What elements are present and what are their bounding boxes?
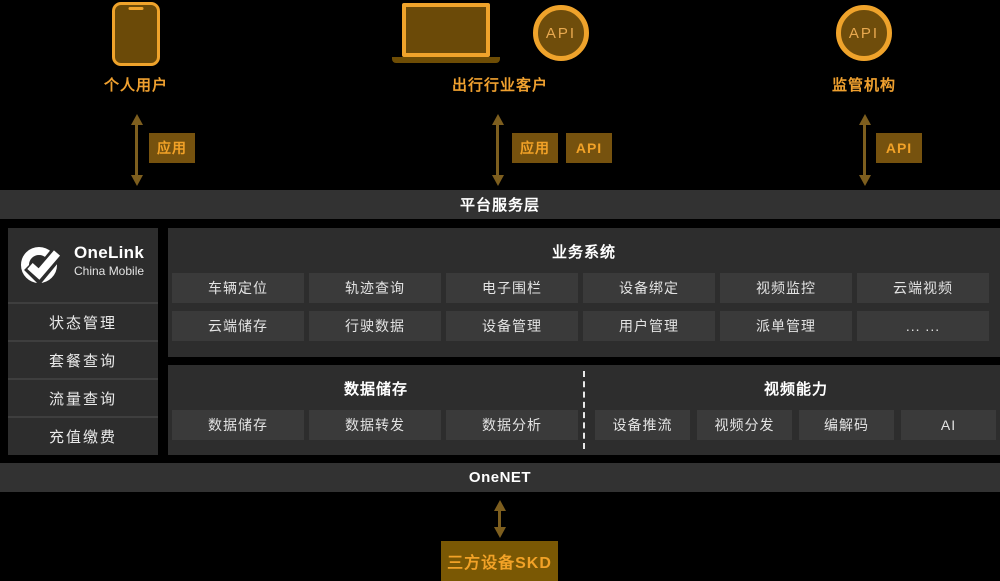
data-storage-title: 数据储存 [343,381,408,398]
sidebar-item-traffic: 流量查询 [8,378,158,416]
data-storage-row: 数据储存 数据转发 数据分析 [172,410,578,440]
video-capability-cell: 设备推流 [595,410,690,440]
business-row-2: 云端储存 行驶数据 设备管理 用户管理 派单管理 ... ... [172,311,989,341]
sidebar-item-status: 状态管理 [8,302,158,340]
channel-tag-app: 应用 [512,133,558,163]
actor-label-personal: 个人用户 [103,77,168,94]
channel-tag-api: API [566,133,612,163]
business-cell: 视频监控 [720,273,852,303]
double-arrow-icon [496,124,499,176]
video-capability-title: 视频能力 [763,381,828,398]
business-cell-more: ... ... [857,311,989,341]
business-cell: 用户管理 [583,311,715,341]
business-cell: 车辆定位 [172,273,304,303]
business-cell: 派单管理 [720,311,852,341]
business-cell: 云端储存 [172,311,304,341]
sidebar-item-recharge: 充值缴费 [8,416,158,454]
business-cell: 设备管理 [446,311,578,341]
business-cell: 轨迹查询 [309,273,441,303]
data-storage-cell: 数据转发 [309,410,441,440]
business-cell: 电子围栏 [446,273,578,303]
api-circle-icon: API [836,5,892,61]
channel-tag-app: 应用 [149,133,195,163]
phone-icon [112,2,160,66]
actor-label-industry: 出行行业客户 [451,77,548,94]
data-storage-cell: 数据分析 [446,410,578,440]
dashed-divider [583,371,585,449]
onelink-logo-icon [21,247,64,286]
business-row-1: 车辆定位 轨迹查询 电子围栏 设备绑定 视频监控 云端视频 [172,273,989,303]
actor-label-regulator: 监管机构 [831,77,896,94]
double-arrow-icon [863,124,866,176]
onenet-layer-bar: OneNET [0,463,1000,492]
logo-subtitle: China Mobile [74,264,145,278]
actor-group-personal: 个人用户 应用 [0,0,280,190]
api-circle-icon: API [533,5,589,61]
video-capability-cell: 视频分发 [697,410,792,440]
laptop-base [392,57,500,63]
onelink-logo: OneLink China Mobile [18,240,158,290]
third-party-sdk-box: 三方设备SKD [441,541,558,581]
business-cell: 行驶数据 [309,311,441,341]
double-arrow-icon [498,510,501,528]
sidebar-item-plan: 套餐查询 [8,340,158,378]
platform-layer-bar: 平台服务层 [0,190,1000,219]
business-cell: 设备绑定 [583,273,715,303]
logo-title: OneLink [74,243,145,262]
video-capability-row: 设备推流 视频分发 编解码 AI [595,410,996,440]
business-system-panel: 业务系统 车辆定位 轨迹查询 电子围栏 设备绑定 视频监控 云端视频 云端储存 … [168,228,1000,357]
business-panel-title: 业务系统 [551,244,616,261]
video-capability-cell: 编解码 [799,410,894,440]
data-storage-cell: 数据储存 [172,410,304,440]
business-cell: 云端视频 [857,273,989,303]
video-capability-cell: AI [901,410,996,440]
onelink-logo-text: OneLink China Mobile [74,244,144,277]
sidebar-items: 状态管理 套餐查询 流量查询 充值缴费 [8,302,158,454]
capability-panel: 数据储存 视频能力 数据储存 数据转发 数据分析 设备推流 视频分发 编解码 A… [168,365,1000,455]
sidebar: OneLink China Mobile 状态管理 套餐查询 流量查询 充值缴费 [8,228,158,455]
double-arrow-icon [135,124,138,176]
phone-notch [128,7,144,10]
laptop-icon [402,3,490,57]
channel-tag-api: API [876,133,922,163]
